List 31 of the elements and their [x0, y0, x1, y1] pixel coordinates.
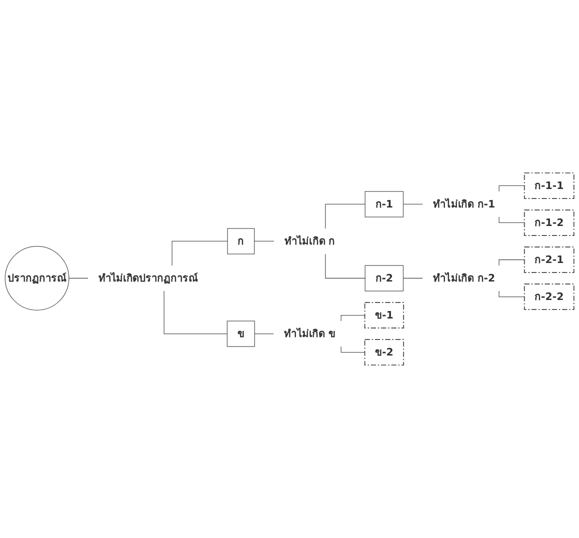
connector [498, 259, 525, 266]
connector [172, 240, 228, 266]
node-box: ข-2 [364, 339, 404, 366]
node-box: ก-2-2 [524, 284, 574, 310]
connector [498, 290, 525, 298]
connector [402, 278, 424, 279]
connector [340, 346, 366, 353]
node-text: ทำไม่เกิดปรากฏการณ์ [98, 272, 198, 284]
connector [498, 216, 525, 224]
connector [254, 240, 274, 242]
node-text: ทำไม่เกิด ข [284, 327, 336, 340]
node-box: ก-2 [364, 265, 404, 292]
connector [498, 185, 525, 192]
connector [340, 314, 366, 322]
connector [254, 333, 274, 334]
node-box: ข [226, 320, 255, 347]
connector [68, 278, 88, 279]
node-text: ทำไม่เกิด ก-1 [432, 198, 496, 210]
node-box: ข-1 [364, 302, 404, 329]
node-box: ก-1-1 [524, 172, 574, 199]
node-box: ก-1 [364, 191, 404, 218]
connector [402, 204, 424, 205]
node-box: ก-1-2 [524, 209, 574, 236]
connector [325, 204, 366, 229]
connector [164, 290, 228, 334]
node-box: ก [227, 228, 255, 254]
connector [325, 254, 366, 279]
node-text: ทำไม่เกิด ก-2 [432, 272, 496, 284]
node-box: ก-2-1 [524, 246, 574, 273]
node-circle: ปรากฏการณ์ [4, 246, 70, 310]
node-text: ทำไม่เกิด ก [284, 234, 336, 247]
